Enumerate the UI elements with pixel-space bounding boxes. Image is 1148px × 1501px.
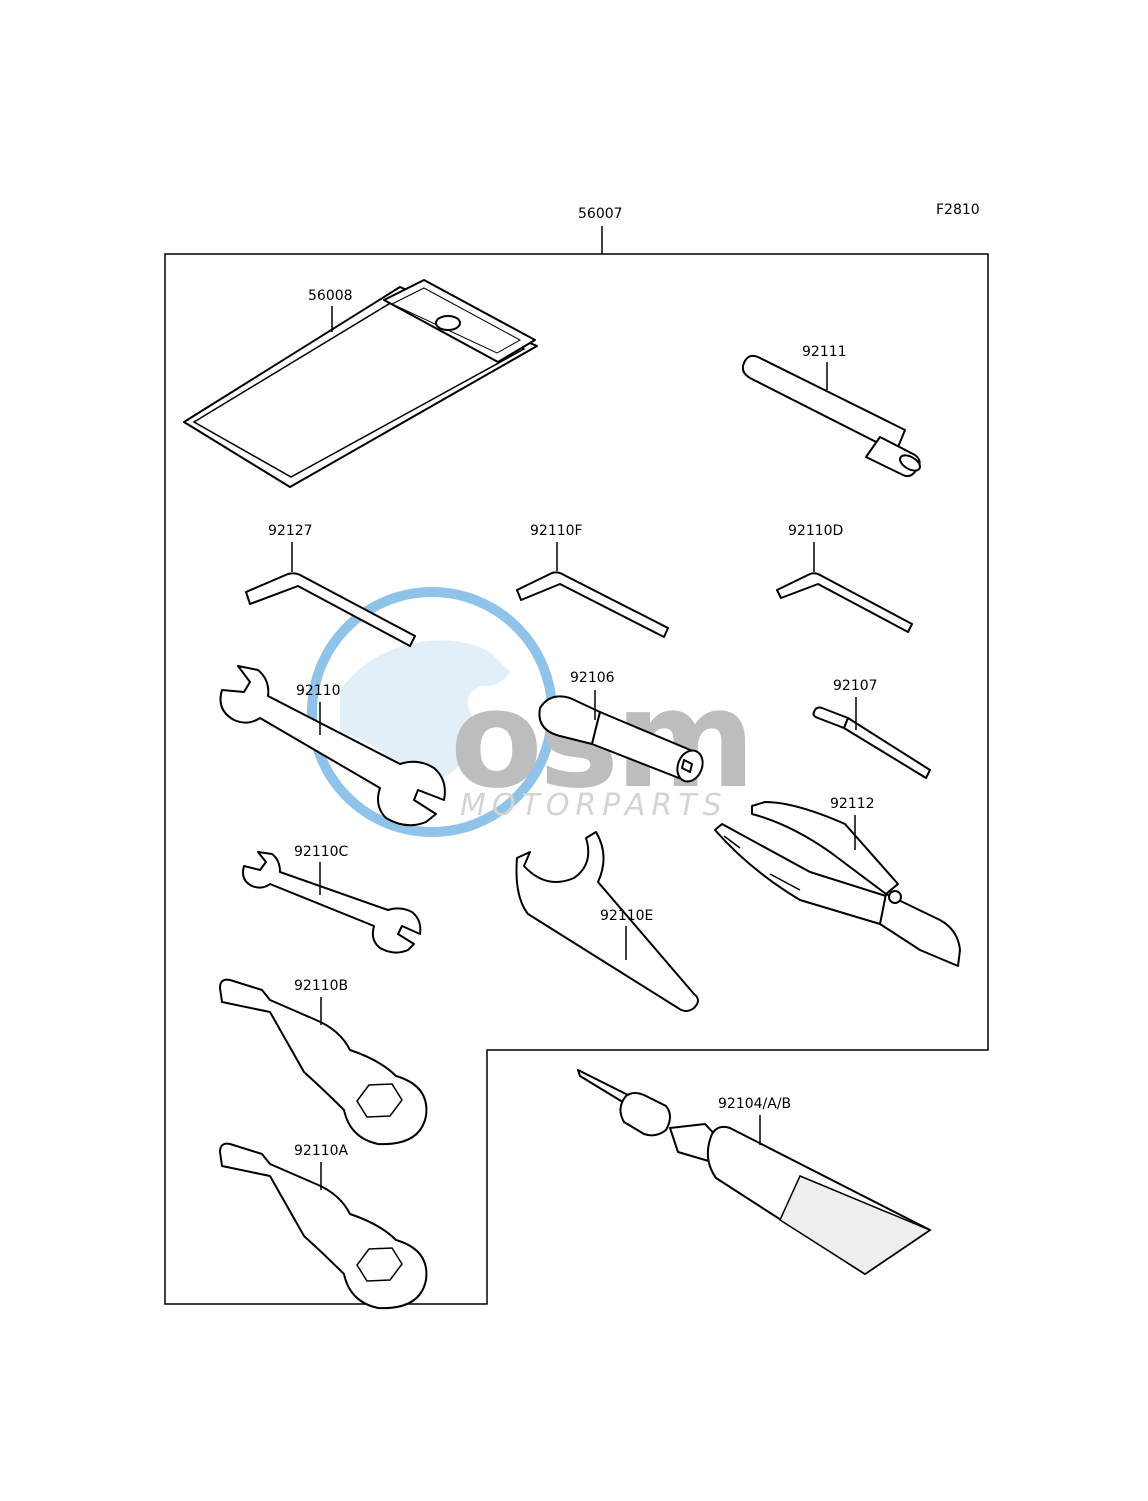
label-92110B: 92110B	[294, 978, 348, 994]
label-92106: 92106	[570, 670, 615, 686]
label-56008: 56008	[308, 288, 353, 304]
figure-code: F2810	[936, 202, 980, 218]
label-92127: 92127	[268, 523, 313, 539]
pliers[interactable]	[714, 801, 961, 967]
hook-spanner[interactable]	[515, 831, 699, 1012]
box-wrench-a[interactable]	[219, 1142, 428, 1310]
repair-tube-kit[interactable]	[577, 1069, 932, 1275]
label-92107: 92107	[833, 678, 878, 694]
tool-bag[interactable]	[183, 279, 538, 488]
label-92112: 92112	[830, 796, 875, 812]
label-92110F: 92110F	[530, 523, 583, 539]
watermark-continents-icon	[340, 640, 510, 782]
label-92110A: 92110A	[294, 1143, 349, 1159]
hex-key-large[interactable]	[245, 572, 416, 647]
hex-key-medium[interactable]	[516, 571, 669, 638]
label-92110: 92110	[296, 683, 341, 699]
box-wrench-b[interactable]	[219, 978, 428, 1146]
open-end-wrench-small[interactable]	[242, 851, 422, 954]
open-end-wrench-large[interactable]	[219, 665, 446, 827]
screwdriver-bit[interactable]	[812, 706, 931, 779]
tube-handle[interactable]	[741, 354, 923, 478]
label-92110E: 92110E	[600, 908, 653, 924]
label-92110D: 92110D	[788, 523, 843, 539]
watermark-subtitle: MOTORPARTS	[460, 788, 728, 823]
socket-tool[interactable]	[538, 695, 707, 785]
kit-part-label: 56007	[578, 206, 623, 222]
label-92110C: 92110C	[294, 844, 349, 860]
hex-key-small[interactable]	[776, 572, 913, 633]
label-92104: 92104/A/B	[718, 1096, 791, 1112]
label-92111: 92111	[802, 344, 847, 360]
kit-boundary	[164, 253, 989, 1305]
